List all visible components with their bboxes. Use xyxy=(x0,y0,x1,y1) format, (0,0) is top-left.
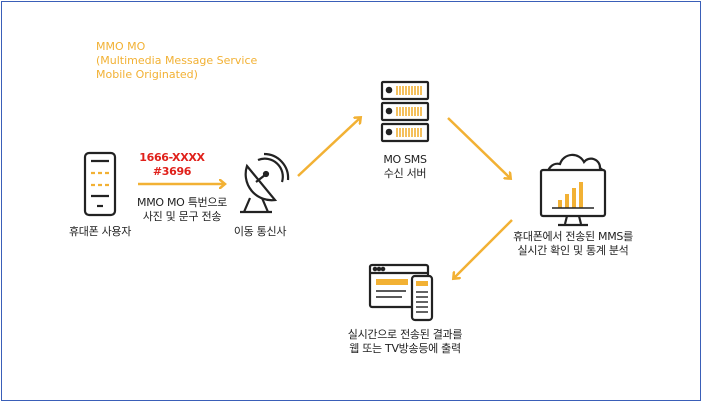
send-code-block: 1666-XXXX #3696 xyxy=(130,151,214,179)
monitor-chart-icon xyxy=(539,153,607,227)
telecom-label: 이동 통신사 xyxy=(233,225,287,238)
send-action-line-2: 사진 및 문구 전송 xyxy=(142,210,222,223)
send-keyword: #3696 xyxy=(152,165,192,178)
phone-user-label: 휴대폰 사용자 xyxy=(68,225,132,238)
send-number: 1666-XXXX xyxy=(139,151,205,164)
title-line-2: (Multimedia Message Service xyxy=(96,54,258,67)
satellite-dish-icon xyxy=(240,152,290,214)
arrow-monitor-to-output xyxy=(454,219,513,278)
output-label-line-1: 실시간으로 전송된 결과를 xyxy=(347,328,463,341)
web-tv-remote-icon xyxy=(368,263,434,322)
title-line-1: MMO MO xyxy=(96,40,146,53)
output-label-line-2: 웹 또는 TV방송등에 출력 xyxy=(349,342,461,355)
title-line-3: Mobile Originated) xyxy=(96,68,198,81)
diagram-title: MMO MO (Multimedia Message Service Mobil… xyxy=(96,40,257,82)
monitor-label: 휴대폰에서 전송된 MMS를 실시간 확인 및 통계 분석 xyxy=(500,230,646,258)
server-label-line-1: MO SMS xyxy=(383,153,427,166)
send-action-line-1: MMO MO 특번으로 xyxy=(137,196,227,209)
arrow-server-to-monitor xyxy=(447,117,510,178)
smartphone-icon xyxy=(83,151,117,217)
monitor-label-line-1: 휴대폰에서 전송된 MMS를 xyxy=(513,230,633,243)
server-label-line-2: 수신 서버 xyxy=(383,167,427,180)
send-action-label: MMO MO 특번으로 사진 및 문구 전송 xyxy=(126,196,238,224)
server-rack-icon xyxy=(380,80,430,143)
output-label: 실시간으로 전송된 결과를 웹 또는 TV방송등에 출력 xyxy=(332,328,478,356)
server-label: MO SMS 수신 서버 xyxy=(370,153,440,181)
arrow-telecom-to-server xyxy=(297,118,360,177)
monitor-label-line-2: 실시간 확인 및 통계 분석 xyxy=(517,244,629,257)
